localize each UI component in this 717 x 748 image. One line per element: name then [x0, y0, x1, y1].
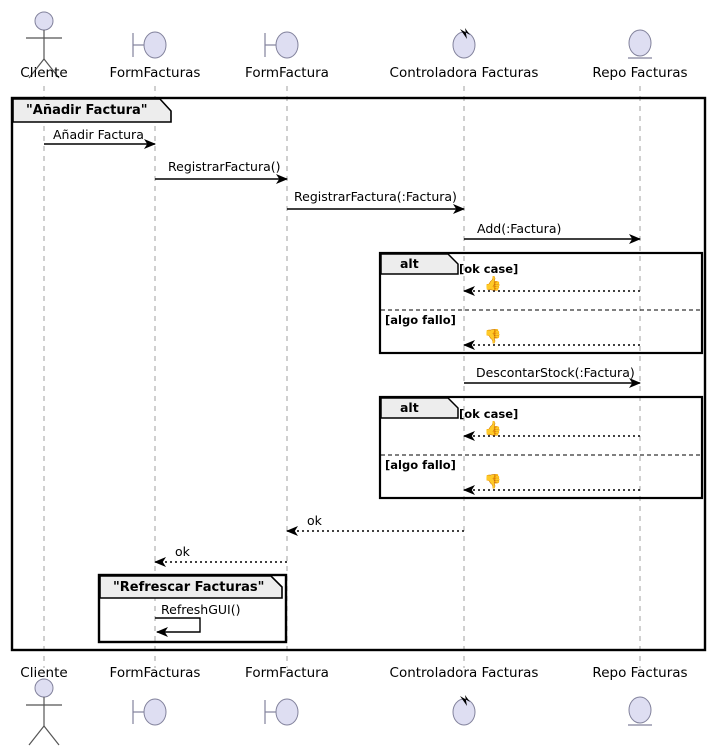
message-emoji-m5: 👍 [484, 276, 502, 292]
message-label-m3: RegistrarFactura(:Factura) [294, 189, 457, 204]
message-label-m7: DescontarStock(:Factura) [476, 365, 635, 380]
messages-group [44, 139, 641, 637]
frame-refrescar-facturas-title: "Refrescar Facturas" [113, 580, 265, 595]
fragment-operator-alt-descontar-stock: alt [400, 400, 419, 415]
message-label-m12: RefreshGUI() [161, 602, 241, 617]
message-label-m2: RegistrarFactura() [168, 159, 281, 174]
fragment-alt-descontar-stock [378, 395, 704, 500]
message-m12 [155, 617, 201, 637]
boundary-icon [264, 31, 299, 59]
participant-label-bottom-formfactura: FormFactura [245, 665, 329, 681]
message-emoji-m6: 👎 [484, 329, 502, 345]
participant-label-top-formfacturas: FormFacturas [109, 65, 201, 81]
entity-icon [628, 29, 652, 59]
fragment-operator-alt-add-factura: alt [400, 256, 419, 271]
fragment-alt-add-factura [378, 251, 704, 355]
message-emoji-m8: 👍 [484, 421, 502, 437]
fragment-guard-alt-descontar-stock-0: [ok case] [459, 407, 519, 421]
participant-label-bottom-controladora: Controladora Facturas [389, 665, 539, 681]
fragment-guard-alt-add-factura-0: [ok case] [459, 262, 519, 276]
control-icon [452, 28, 476, 59]
participant-label-bottom-cliente: Cliente [20, 665, 68, 681]
actor-icon [26, 678, 62, 746]
frames-group [10, 96, 707, 652]
message-label-m10: ok [307, 513, 322, 528]
fragments-group [378, 251, 704, 500]
message-label-m1: Añadir Factura [53, 127, 144, 142]
participant-label-top-repo: Repo Facturas [592, 65, 688, 81]
frame-anadir-factura-title: "Añadir Factura" [26, 103, 148, 118]
entity-icon [628, 696, 652, 726]
boundary-icon [132, 698, 167, 726]
message-label-m4: Add(:Factura) [477, 221, 562, 236]
message-label-m11: ok [175, 544, 190, 559]
control-icon [452, 695, 476, 726]
frame-anadir-factura [10, 96, 707, 652]
participant-label-top-controladora: Controladora Facturas [389, 65, 539, 81]
participant-label-top-cliente: Cliente [20, 65, 68, 81]
boundary-icon [132, 31, 167, 59]
actor-icon [26, 11, 62, 79]
participant-label-bottom-formfacturas: FormFacturas [109, 665, 201, 681]
participant-label-top-formfactura: FormFactura [245, 65, 329, 81]
participant-label-bottom-repo: Repo Facturas [592, 665, 688, 681]
frame-refrescar-facturas [97, 573, 288, 644]
participant-icons-group [26, 11, 652, 746]
message-emoji-m9: 👎 [484, 474, 502, 490]
lifelines-group [43, 86, 641, 668]
boundary-icon [264, 698, 299, 726]
fragment-guard-alt-descontar-stock-1: [algo fallo] [385, 458, 456, 472]
fragment-guard-alt-add-factura-1: [algo fallo] [385, 313, 456, 327]
